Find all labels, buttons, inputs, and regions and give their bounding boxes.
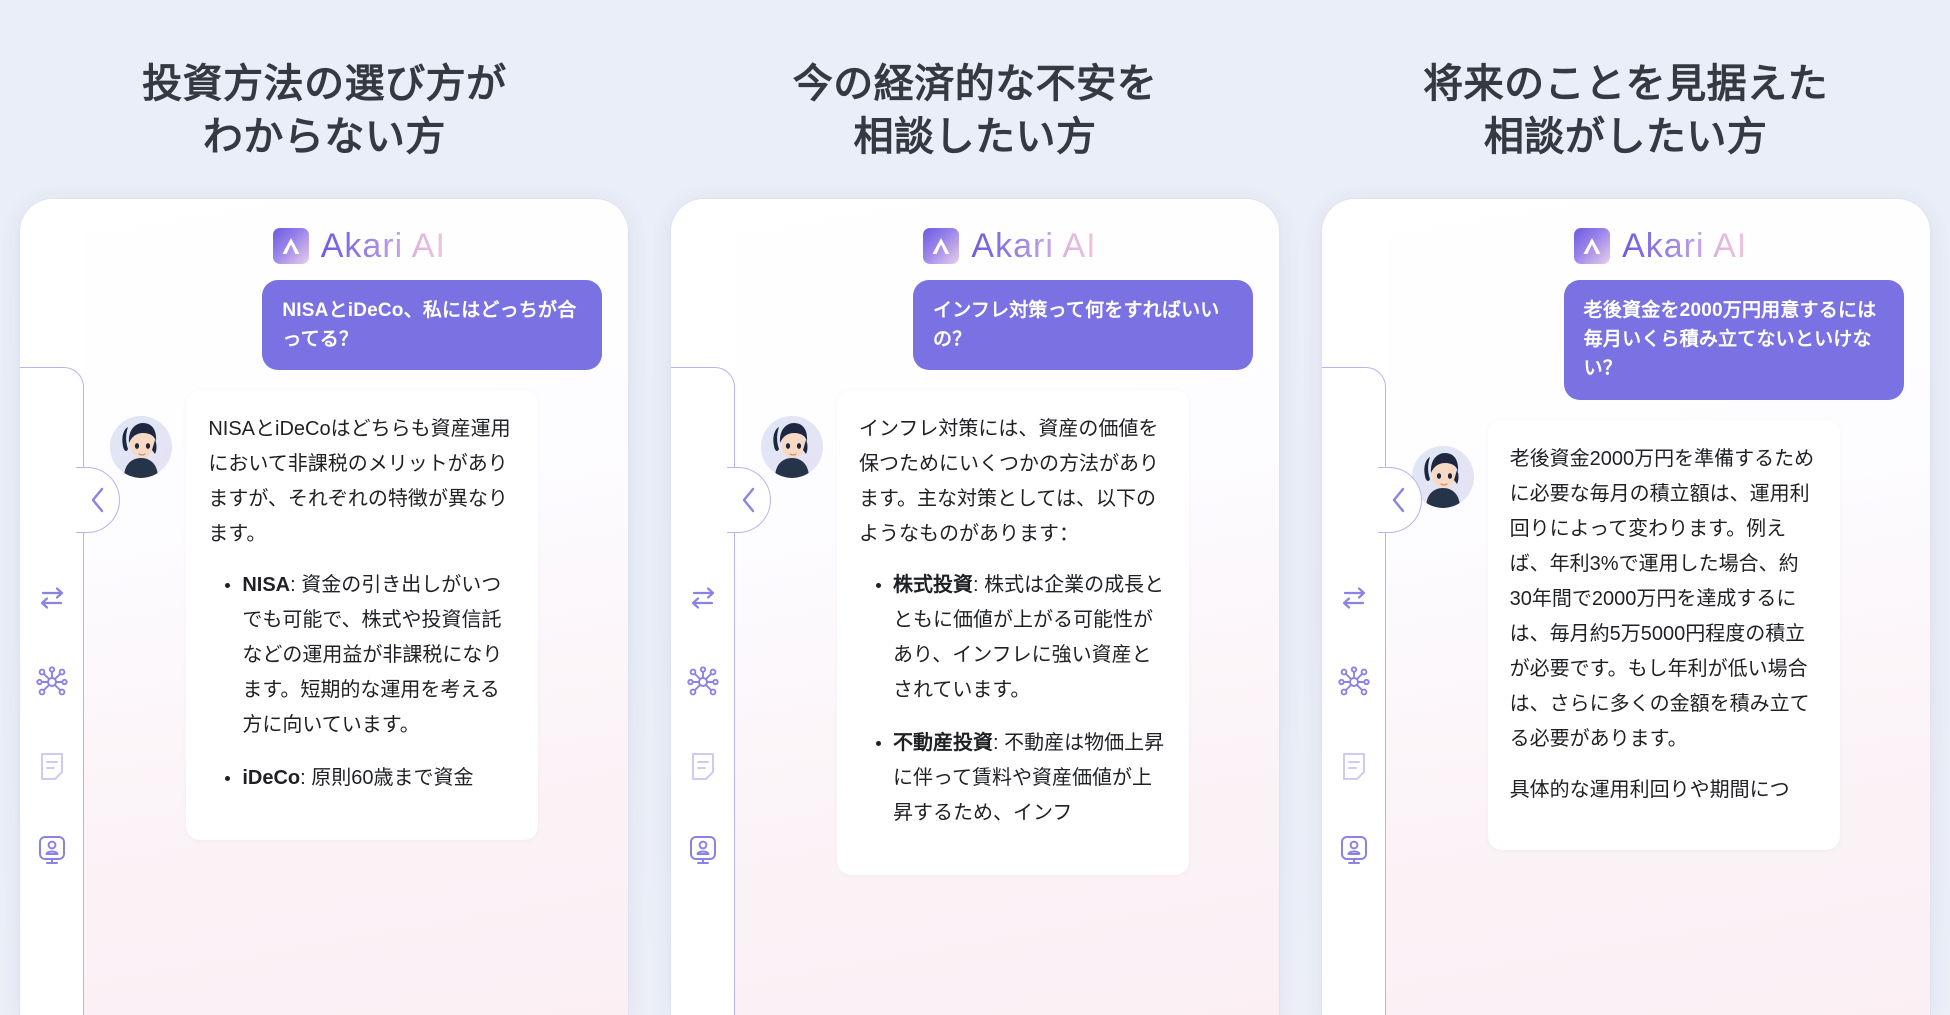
phone-mockup-1: Akari AI NISAとiDeCo、私にはどっちが合ってる？	[19, 197, 630, 1015]
bullet-label: 不動産投資	[893, 732, 993, 755]
ai-bullet-list-1: NISA: 資金の引き出しがいつでも可能で、株式や投資信託などの運用益が非課税に…	[208, 568, 516, 796]
app-screen-3: Akari AI 老後資金を2000万円用意するには毎月いくら積み立てないといけ…	[1386, 199, 1930, 1015]
app-sidebar-rail-2	[671, 198, 735, 1015]
akari-logo-icon	[923, 228, 960, 265]
bullet-text: : 株式は企業の成長とともに価値が上がる可能性があり、インフレに強い資産とされて…	[893, 574, 1165, 702]
sidebar-icon-list-3	[1322, 581, 1386, 867]
sidebar-item-profile-2[interactable]	[686, 833, 720, 867]
user-message-row-3: 老後資金を2000万円用意するには毎月いくら積み立てないといけない？	[1412, 279, 1904, 400]
rail-panel	[20, 366, 85, 1015]
sidebar-item-exchange-1[interactable]	[35, 581, 69, 615]
sidebar-icon-list-2	[671, 581, 735, 867]
chat-thread-3: 老後資金を2000万円用意するには毎月いくら積み立てないといけない？	[1411, 279, 1904, 850]
column-heading-1: 投資方法の選び方が わからない方	[142, 62, 507, 159]
ai-message-row-3: 老後資金2000万円を準備するために必要な毎月の積立額は、運用利回りによって変わ…	[1411, 419, 1904, 850]
phone-mockup-wrap-3: Akari AI 老後資金を2000万円用意するには毎月いくら積み立てないといけ…	[1319, 197, 1932, 1015]
app-sidebar-rail-1	[20, 198, 85, 1015]
rail-panel	[1321, 366, 1386, 1015]
sidebar-item-network-3[interactable]	[1337, 665, 1371, 699]
sidebar-item-exchange-2[interactable]	[686, 581, 720, 615]
list-item: 株式投資: 株式は企業の成長とともに価値が上がる可能性があり、インフレに強い資産…	[893, 568, 1167, 708]
brand-logo-3: Akari AI	[1412, 227, 1904, 266]
column-heading-3: 将来のことを見据えた 相談がしたい方	[1423, 62, 1829, 159]
feature-column-3: 将来のことを見据えた 相談がしたい方	[1319, 0, 1932, 1015]
document-note-icon	[1342, 752, 1365, 780]
list-item: iDeCo: 原則60歳まで資金	[242, 761, 516, 796]
ai-paragraph-3: 老後資金2000万円を準備するために必要な毎月の積立額は、運用利回りによって変わ…	[1509, 447, 1815, 750]
bullet-label: NISA	[242, 574, 291, 597]
ai-message-bubble-1: NISAとiDeCoはどちらも資産運用において非課税のメリットがありますが、それ…	[186, 390, 539, 841]
chevron-left-icon	[1392, 487, 1405, 512]
document-note-icon	[692, 752, 714, 780]
brand-name-2: Akari AI	[971, 226, 1097, 265]
user-profile-icon	[39, 835, 66, 864]
sidebar-item-notes-1[interactable]	[35, 749, 69, 783]
app-sidebar-rail-3	[1321, 198, 1386, 1015]
bullet-label: iDeCo	[242, 767, 301, 790]
exchange-arrows-icon	[41, 586, 64, 609]
sidebar-item-network-2[interactable]	[686, 665, 720, 699]
bullet-text: : 資金の引き出しがいつでも可能で、株式や投資信託などの運用益が非課税になります…	[242, 574, 503, 737]
phone-mockup-2: Akari AI インフレ対策って何をすればいいの？	[670, 197, 1280, 1015]
sidebar-icon-list-1	[20, 581, 84, 867]
bullet-text: : 原則60歳まで資金	[300, 767, 474, 790]
phone-mockup-wrap-2: Akari AI インフレ対策って何をすればいいの？	[669, 197, 1282, 1015]
user-message-bubble-1: NISAとiDeCo、私にはどっちが合ってる？	[262, 279, 603, 371]
chevron-left-icon	[742, 487, 754, 512]
rail-panel	[671, 366, 735, 1015]
brand-name-1: Akari AI	[320, 226, 446, 265]
list-item: 不動産投資: 不動産は物価上昇に伴って賃料や資産価値が上昇するため、インフ	[893, 726, 1167, 831]
list-item: NISA: 資金の引き出しがいつでも可能で、株式や投資信託などの運用益が非課税に…	[242, 568, 516, 743]
bullet-text: : 不動産は物価上昇に伴って賃料や資産価値が上昇するため、インフ	[893, 732, 1165, 825]
chat-thread-1: NISAとiDeCo、私にはどっちが合ってる？	[110, 279, 603, 841]
sidebar-item-exchange-3[interactable]	[1337, 581, 1371, 615]
app-screen-2: Akari AI インフレ対策って何をすればいいの？	[735, 199, 1279, 1015]
ai-avatar-1	[110, 416, 173, 479]
sidebar-item-network-1[interactable]	[35, 665, 69, 699]
ai-message-row-1: NISAとiDeCoはどちらも資産運用において非課税のメリットがありますが、それ…	[110, 390, 602, 841]
user-message-row-2: インフレ対策って何をすればいいの？	[761, 279, 1253, 371]
app-screen-1: Akari AI NISAとiDeCo、私にはどっちが合ってる？	[84, 199, 628, 1015]
exchange-arrows-icon	[1342, 586, 1365, 609]
ai-avatar-3	[1411, 445, 1474, 508]
user-profile-icon	[690, 835, 716, 864]
brand-logo-1: Akari AI	[110, 227, 602, 266]
ai-message-row-2: インフレ対策には、資産の価値を保つためにいくつかの方法があります。主な対策として…	[761, 390, 1253, 876]
user-message-row-1: NISAとiDeCo、私にはどっちが合ってる？	[110, 279, 603, 371]
akari-logo-icon	[1574, 228, 1611, 265]
bullet-label: 株式投資	[893, 574, 973, 597]
document-note-icon	[41, 752, 64, 780]
ai-message-bubble-2: インフレ対策には、資産の価値を保つためにいくつかの方法があります。主な対策として…	[837, 390, 1189, 876]
akari-logo-icon	[272, 228, 309, 265]
exchange-arrows-icon	[691, 586, 715, 609]
brand-name-3: Akari AI	[1622, 226, 1748, 265]
ai-avatar-2	[761, 416, 823, 479]
network-nodes-icon	[1338, 665, 1370, 695]
phone-mockup-3: Akari AI 老後資金を2000万円用意するには毎月いくら積み立てないといけ…	[1320, 197, 1931, 1015]
feature-column-2: 今の経済的な不安を 相談したい方	[669, 0, 1282, 1015]
sidebar-item-notes-2[interactable]	[686, 749, 720, 783]
ai-message-bubble-3: 老後資金2000万円を準備するために必要な毎月の積立額は、運用利回りによって変わ…	[1487, 419, 1840, 850]
chat-thread-2: インフレ対策って何をすればいいの？	[761, 279, 1253, 876]
ai-paragraph-2: インフレ対策には、資産の価値を保つためにいくつかの方法があります。主な対策として…	[859, 418, 1159, 546]
sidebar-item-profile-3[interactable]	[1337, 833, 1371, 867]
chevron-left-icon	[91, 487, 104, 512]
sidebar-item-notes-3[interactable]	[1337, 749, 1371, 783]
column-heading-2: 今の経済的な不安を 相談したい方	[792, 62, 1158, 159]
user-profile-icon	[1340, 835, 1367, 864]
user-message-bubble-3: 老後資金を2000万円用意するには毎月いくら積み立てないといけない？	[1563, 279, 1904, 400]
network-nodes-icon	[687, 665, 719, 695]
ai-paragraph-3b: 具体的な運用利回りや期間につ	[1509, 778, 1790, 801]
ai-paragraph-1: NISAとiDeCoはどちらも資産運用において非課税のメリットがありますが、それ…	[208, 418, 511, 546]
feature-column-1: 投資方法の選び方が わからない方	[18, 0, 631, 1015]
user-message-bubble-2: インフレ対策って何をすればいいの？	[913, 279, 1253, 371]
sidebar-item-profile-1[interactable]	[35, 833, 69, 867]
phone-mockup-wrap-1: Akari AI NISAとiDeCo、私にはどっちが合ってる？	[18, 197, 631, 1015]
ai-bullet-list-2: 株式投資: 株式は企業の成長とともに価値が上がる可能性があり、インフレに強い資産…	[859, 568, 1167, 831]
network-nodes-icon	[36, 665, 68, 695]
brand-logo-2: Akari AI	[761, 227, 1253, 266]
